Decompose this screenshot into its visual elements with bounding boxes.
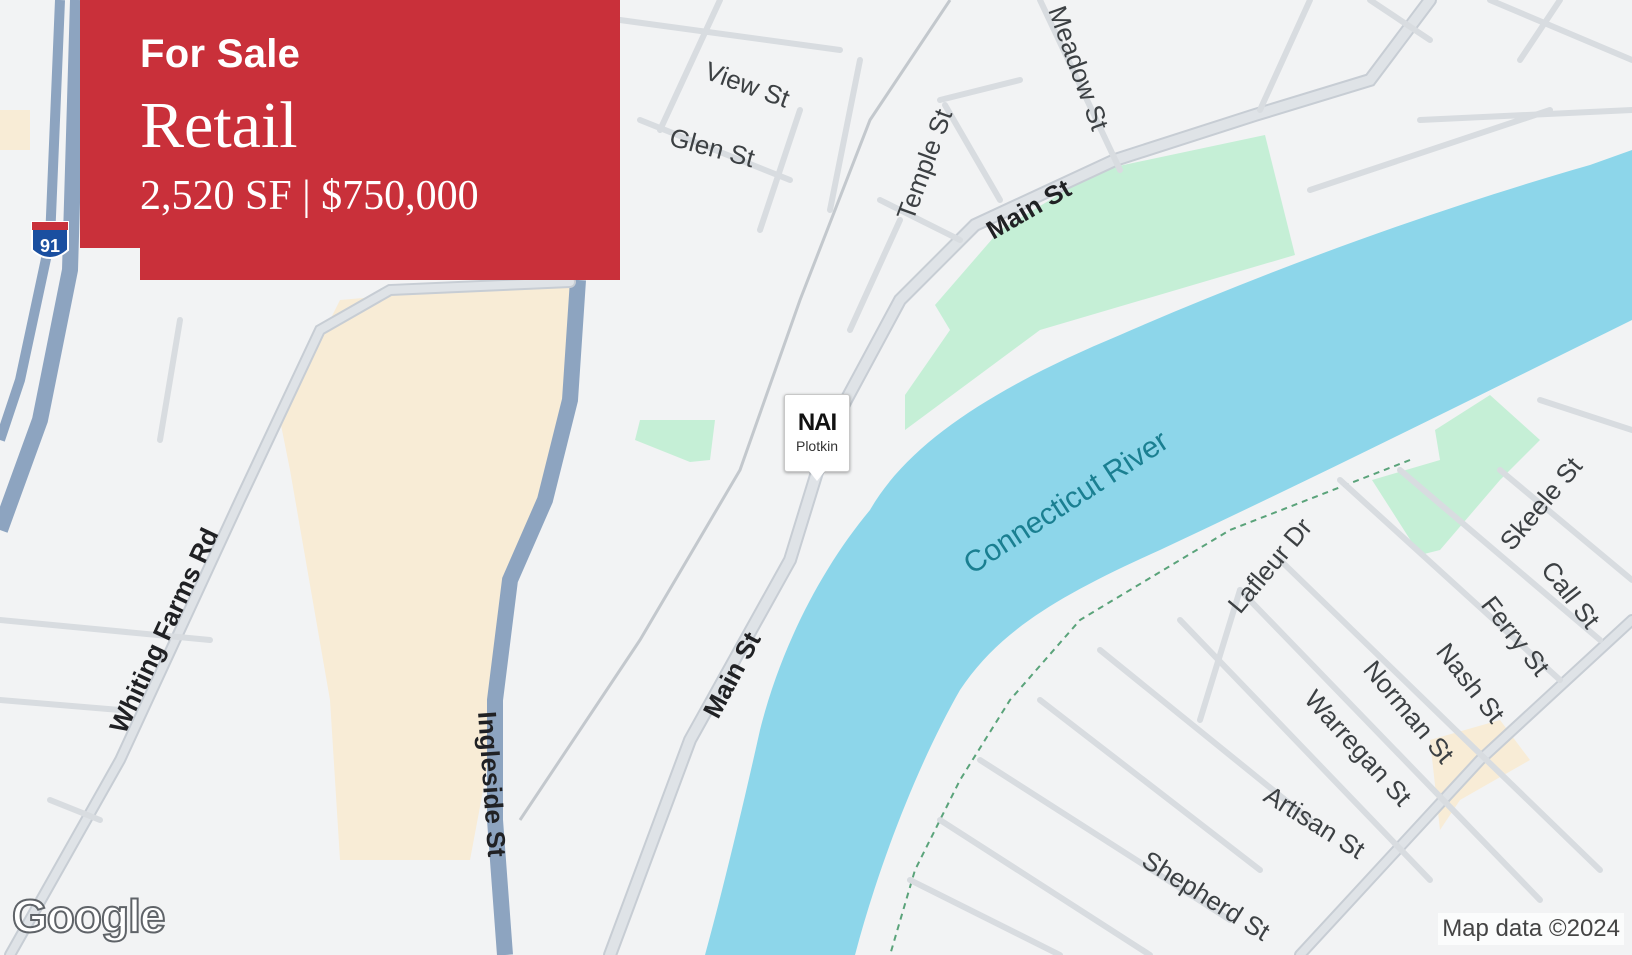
interstate-shield: 91: [31, 221, 69, 259]
trail: [889, 459, 1411, 955]
commercial-area-small: [0, 110, 30, 150]
major-roads: [4, 0, 1632, 955]
listing-property-type: Retail: [140, 89, 298, 162]
commercial-area-east: [1430, 720, 1530, 830]
listing-details: 2,520 SF | $750,000: [140, 173, 479, 219]
interstate-91: [0, 0, 86, 533]
interstate-91-ramp: [0, 0, 65, 442]
commercial-area: [280, 280, 570, 860]
banner-notch: [80, 248, 140, 280]
connecticut-river: [705, 150, 1632, 955]
park-east: [1372, 395, 1540, 555]
map-attribution[interactable]: Map data ©2024: [1438, 913, 1624, 945]
ingleside-st-road: [487, 279, 586, 955]
interstate-shield-number: 91: [40, 236, 60, 256]
marker-brand-logo: NAI: [797, 409, 837, 436]
marker-brand-sub: Plotkin: [795, 438, 839, 454]
listing-banner: For Sale Retail 2,520 SF | $750,000: [80, 0, 620, 280]
listing-status: For Sale: [140, 32, 301, 76]
park-riverside: [905, 135, 1295, 430]
park-small: [635, 420, 715, 462]
google-logo: Google: [11, 889, 166, 943]
location-marker[interactable]: NAI Plotkin: [784, 394, 850, 481]
rail-line: [518, 0, 952, 821]
